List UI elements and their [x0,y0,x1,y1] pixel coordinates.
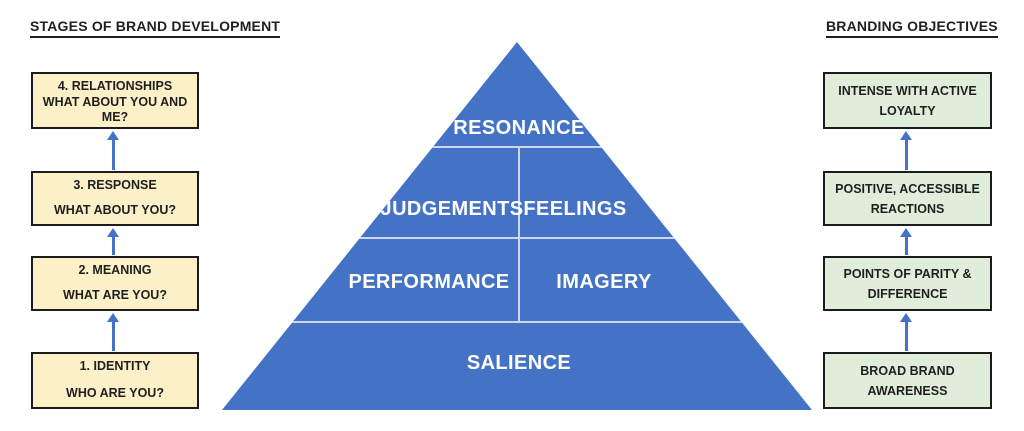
arrow-stem [904,237,908,255]
pyramid-shape [222,42,812,410]
objective-box-awareness: BROAD BRAND AWARENESS [823,352,992,409]
arrow-stem [111,237,115,255]
arrow-stem [111,322,115,351]
pyramid-label-salience: SALIENCE [467,352,571,374]
arrow-head-icon [900,131,912,140]
stage-box-identity: 1. IDENTITY WHO ARE YOU? [31,352,199,409]
stage-box-heading: 4. RELATIONSHIPS [57,79,173,93]
up-arrow [106,228,120,255]
up-arrow [899,228,913,255]
stage-box-heading: 3. RESPONSE [73,178,157,192]
objective-box-line: LOYALTY [879,103,936,118]
arrow-head-icon [107,313,119,322]
stage-box-line: WHO ARE YOU? [66,386,164,401]
objectives-title: BRANDING OBJECTIVES [826,18,998,38]
arrow-head-icon [107,131,119,140]
stage-box-line: WHAT ARE YOU? [63,288,167,303]
objective-box-line: AWARENESS [867,383,948,398]
objective-box-line: POINTS OF PARITY & [843,266,972,281]
objective-box-line: REACTIONS [870,201,945,216]
up-arrow [899,313,913,351]
stage-box-line: WHAT ABOUT YOU? [54,203,176,218]
stage-box-line: WHAT ABOUT YOU AND [42,94,188,109]
arrow-stem [904,140,908,170]
objective-box-line: DIFFERENCE [867,286,948,301]
arrow-head-icon [107,228,119,237]
stage-box-response: 3. RESPONSE WHAT ABOUT YOU? [31,171,199,226]
objective-box-line: BROAD BRAND [860,363,955,378]
objective-box-parity: POINTS OF PARITY & DIFFERENCE [823,256,992,311]
pyramid-label-judgements: JUDGEMENTS [381,198,524,220]
stage-box-line: ME? [101,110,129,125]
stage-box-heading: 1. IDENTITY [79,359,151,373]
arrow-stem [904,322,908,351]
arrow-head-icon [900,228,912,237]
stage-box-relationships: 4. RELATIONSHIPS WHAT ABOUT YOU AND ME? [31,72,199,129]
objective-box-line: INTENSE WITH ACTIVE [838,83,977,98]
objective-box-line: POSITIVE, ACCESSIBLE [835,181,980,196]
up-arrow [106,313,120,351]
pyramid-label-performance: PERFORMANCE [348,271,509,293]
objective-box-reactions: POSITIVE, ACCESSIBLE REACTIONS [823,171,992,226]
stage-box-heading: 2. MEANING [78,263,152,277]
pyramid-label-feelings: FEELINGS [523,198,626,220]
pyramid-label-imagery: IMAGERY [556,271,652,293]
stage-box-meaning: 2. MEANING WHAT ARE YOU? [31,256,199,311]
up-arrow [106,131,120,170]
up-arrow [899,131,913,170]
arrow-head-icon [900,313,912,322]
objective-box-loyalty: INTENSE WITH ACTIVE LOYALTY [823,72,992,129]
pyramid-label-resonance: RESONANCE [453,117,584,139]
arrow-stem [111,140,115,170]
stages-title: STAGES OF BRAND DEVELOPMENT [30,18,281,38]
